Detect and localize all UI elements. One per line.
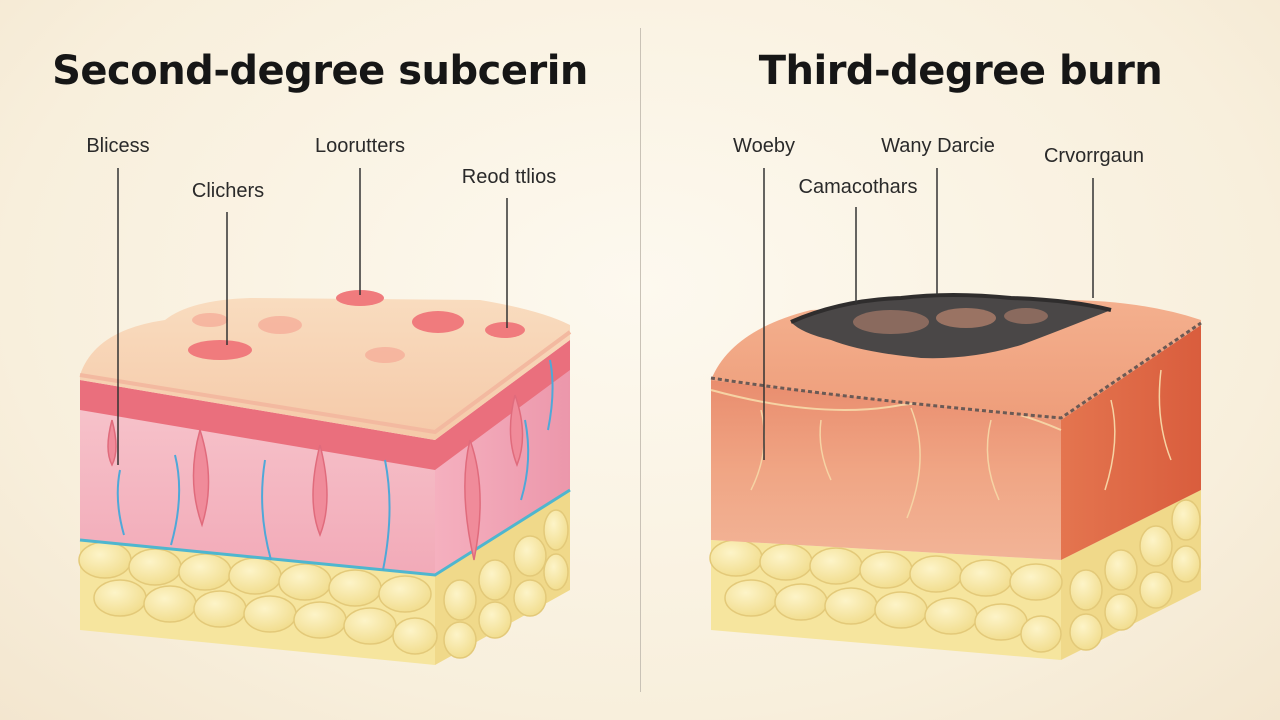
label-loorutters: Loorutters <box>314 135 406 157</box>
label-wany-darcie: Wany Darcie <box>881 135 995 157</box>
second-degree-panel: Second-degree subcerin <box>52 48 588 665</box>
second-degree-skin-block <box>78 168 572 665</box>
burned-dermis-layer <box>710 325 1201 560</box>
right-pointer-lines <box>763 168 1094 460</box>
epidermis-surface <box>79 298 572 440</box>
third-degree-skin-block <box>709 168 1202 660</box>
label-clichers: Clichers <box>191 180 265 202</box>
fat-layer <box>78 490 570 665</box>
label-camacothars: Camacothars <box>798 176 918 198</box>
third-degree-panel: Third-degree burn <box>641 0 1280 720</box>
label-blicess: Blicess <box>86 135 150 157</box>
charred-eschar <box>790 293 1112 359</box>
label-reod-ttlios: Reod ttlios <box>461 166 557 188</box>
blisters <box>188 290 525 363</box>
fat-layer-third <box>709 490 1201 660</box>
second-degree-title: Second-degree subcerin <box>52 48 588 94</box>
dermis-layer <box>79 340 571 577</box>
label-woeby: Woeby <box>733 135 795 157</box>
label-crvorrgaun: Crvorrgaun <box>1043 145 1145 167</box>
third-degree-title: Third-degree burn <box>758 48 1163 94</box>
left-pointer-lines <box>117 168 508 465</box>
panel-divider <box>640 28 641 692</box>
